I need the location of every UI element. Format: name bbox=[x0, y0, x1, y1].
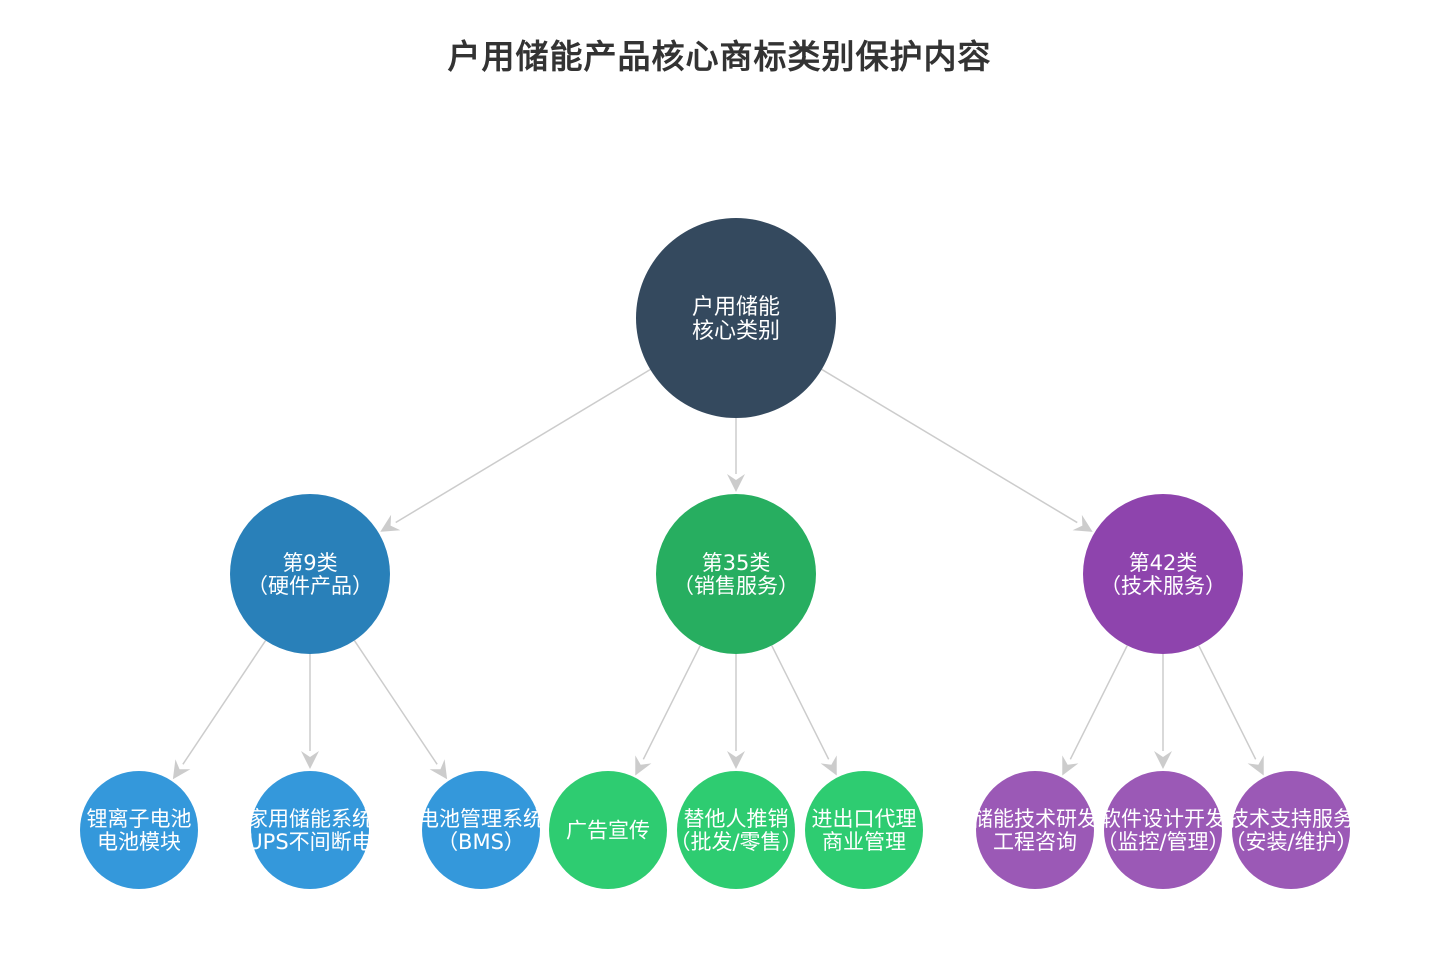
leaf-node-1-2-label-2: UPS不间断电 bbox=[247, 830, 372, 854]
class-node-2-circle bbox=[656, 494, 816, 654]
class-node-1-label-2: （硬件产品） bbox=[247, 574, 373, 598]
leaf-node-3-3-label-2: （安装/维护） bbox=[1224, 830, 1357, 854]
root-node-circle bbox=[636, 218, 836, 418]
leaf-node-2-3-circle bbox=[805, 771, 923, 889]
leaf-node-2-2-label-2: （批发/零售） bbox=[669, 830, 802, 854]
class-node-2-label-2: （销售服务） bbox=[673, 574, 799, 598]
edges-layer bbox=[172, 368, 1264, 780]
leaf-node-3-3[interactable]: 技术支持服务（安装/维护） bbox=[1224, 771, 1357, 889]
edge-class-1-to-leaf-2 bbox=[301, 654, 319, 769]
class-node-2[interactable]: 第35类（销售服务） bbox=[656, 494, 816, 654]
edge-root-to-class-3 bbox=[821, 368, 1093, 532]
leaf-node-2-1-circle bbox=[549, 771, 667, 889]
edge-class-3-to-leaf-3 bbox=[1198, 645, 1264, 776]
leaf-node-1-3-label-2: （BMS） bbox=[437, 830, 525, 854]
edge-root-to-class-1 bbox=[380, 368, 651, 532]
edge-class-1-to-leaf-1 bbox=[172, 640, 267, 780]
leaf-node-2-2[interactable]: 替他人推销（批发/零售） bbox=[669, 771, 802, 889]
nodes-layer: 户用储能核心类别第9类（硬件产品）锂离子电池电池模块家用储能系统UPS不间断电电… bbox=[80, 218, 1357, 889]
leaf-node-2-1-label-1: 广告宣传 bbox=[566, 819, 650, 843]
leaf-node-1-3-circle bbox=[422, 771, 540, 889]
edge-class-3-to-leaf-2 bbox=[1154, 654, 1172, 769]
leaf-node-3-2-label-1: 软件设计开发 bbox=[1100, 807, 1226, 831]
leaf-node-2-2-label-1: 替他人推销 bbox=[684, 807, 789, 831]
leaf-node-1-2-label-1: 家用储能系统 bbox=[247, 807, 373, 831]
leaf-node-1-1-label-2: 电池模块 bbox=[97, 830, 181, 854]
edge-class-2-to-leaf-3 bbox=[771, 645, 837, 776]
class-node-1-label-1: 第9类 bbox=[282, 551, 337, 575]
class-node-2-label-1: 第35类 bbox=[702, 551, 771, 575]
leaf-node-3-2-label-2: （监控/管理） bbox=[1096, 830, 1229, 854]
edge-class-3-to-leaf-1 bbox=[1062, 645, 1128, 776]
leaf-node-3-1-label-1: 储能技术研发 bbox=[972, 807, 1098, 831]
leaf-node-2-2-circle bbox=[677, 771, 795, 889]
class-node-3-circle bbox=[1083, 494, 1243, 654]
leaf-node-2-3-label-2: 商业管理 bbox=[822, 830, 906, 854]
page-title: 户用储能产品核心商标类别保护内容 bbox=[447, 37, 992, 76]
class-node-3-label-1: 第42类 bbox=[1129, 551, 1198, 575]
root-node-label-1: 户用储能 bbox=[692, 295, 780, 320]
leaf-node-1-1-circle bbox=[80, 771, 198, 889]
edge-class-2-to-leaf-1 bbox=[635, 645, 701, 776]
edge-class-1-to-leaf-3 bbox=[353, 640, 448, 780]
leaf-node-1-1-label-1: 锂离子电池 bbox=[87, 807, 192, 831]
class-node-1[interactable]: 第9类（硬件产品） bbox=[230, 494, 390, 654]
leaf-node-1-3[interactable]: 电池管理系统（BMS） bbox=[418, 771, 544, 889]
class-node-3-label-2: （技术服务） bbox=[1100, 574, 1226, 598]
root-node-label-2: 核心类别 bbox=[692, 319, 780, 344]
leaf-node-3-2-circle bbox=[1104, 771, 1222, 889]
leaf-node-3-3-circle bbox=[1232, 771, 1350, 889]
leaf-node-3-1-label-2: 工程咨询 bbox=[993, 830, 1077, 854]
leaf-node-3-1-circle bbox=[976, 771, 1094, 889]
leaf-node-1-3-label-1: 电池管理系统 bbox=[418, 807, 544, 831]
leaf-node-3-3-label-1: 技术支持服务 bbox=[1228, 807, 1354, 831]
edge-class-2-to-leaf-2 bbox=[727, 654, 745, 769]
edge-root-to-class-2 bbox=[727, 418, 745, 492]
class-node-3[interactable]: 第42类（技术服务） bbox=[1083, 494, 1243, 654]
leaf-node-1-2-circle bbox=[251, 771, 369, 889]
leaf-node-2-3-label-1: 进出口代理 bbox=[812, 807, 917, 831]
class-node-1-circle bbox=[230, 494, 390, 654]
leaf-node-3-2[interactable]: 软件设计开发（监控/管理） bbox=[1096, 771, 1229, 889]
leaf-node-2-1[interactable]: 广告宣传 bbox=[549, 771, 667, 889]
